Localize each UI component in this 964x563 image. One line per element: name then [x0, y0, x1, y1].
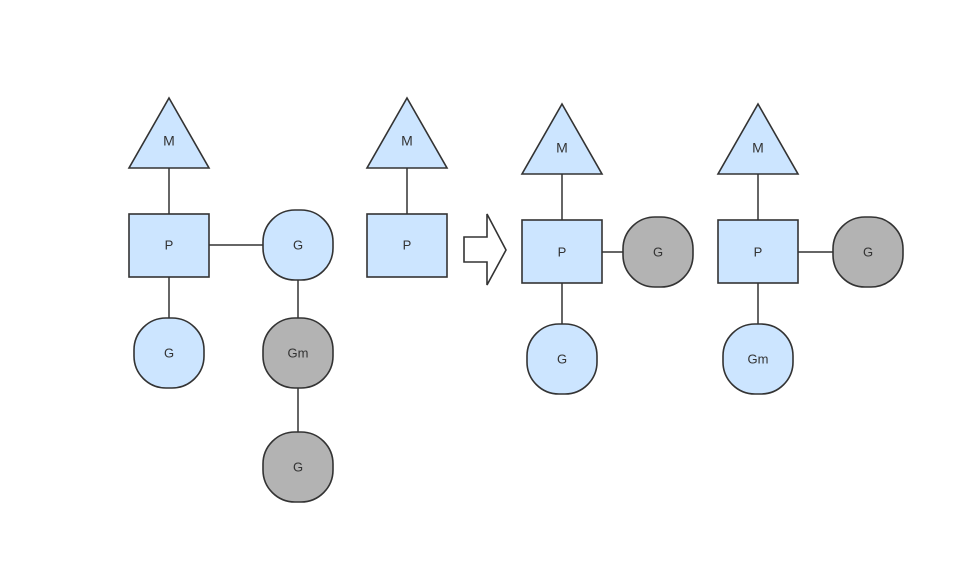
- goroutine-label: G: [164, 345, 174, 360]
- goroutine-node: [526, 323, 598, 395]
- goroutine-gm-label: Gm: [748, 351, 769, 366]
- group-before-left: M P G G Gm G: [127, 96, 334, 503]
- machine-label: M: [163, 133, 175, 149]
- processor-node: [366, 213, 448, 278]
- goroutine-label: G: [653, 244, 663, 259]
- machine-node: [520, 102, 604, 175]
- goroutine-node-gray: [622, 216, 694, 288]
- goroutine-gm-label: Gm: [288, 345, 309, 360]
- processor-label: P: [403, 237, 412, 252]
- goroutine-label: G: [293, 459, 303, 474]
- right-arrow-icon: [463, 213, 507, 286]
- machine-node: [716, 102, 800, 175]
- goroutine-gm-node: [262, 317, 334, 389]
- machine-label: M: [401, 133, 413, 149]
- goroutine-node-gray: [262, 431, 334, 503]
- processor-node: [717, 219, 799, 284]
- group-before-idle: M P: [365, 96, 449, 278]
- processor-label: P: [754, 244, 763, 259]
- goroutine-node: [262, 209, 334, 281]
- goroutine-node-gray: [832, 216, 904, 288]
- processor-label: P: [165, 237, 174, 252]
- machine-label: M: [752, 140, 764, 156]
- group-after-right: M P G Gm: [716, 102, 904, 395]
- processor-label: P: [558, 244, 567, 259]
- machine-node: [365, 96, 449, 169]
- goroutine-label: G: [863, 244, 873, 259]
- goroutine-label: G: [557, 351, 567, 366]
- goroutine-gm-node: [722, 323, 794, 395]
- processor-node: [128, 213, 210, 278]
- goroutine-label: G: [293, 237, 303, 252]
- group-after-left: M P G G: [520, 102, 694, 395]
- machine-node: [127, 96, 211, 169]
- goroutine-node: [133, 317, 205, 389]
- machine-label: M: [556, 140, 568, 156]
- processor-node: [521, 219, 603, 284]
